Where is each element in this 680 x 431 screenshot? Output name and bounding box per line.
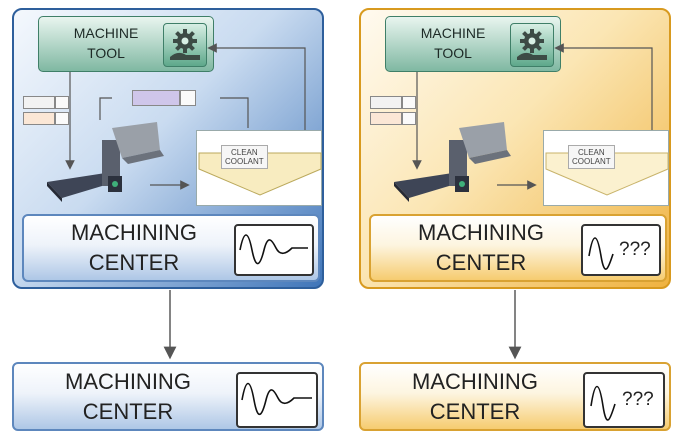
machine-tool-box: MACHINE TOOL [385, 16, 561, 72]
machining-station-illustration [47, 122, 164, 202]
small-icon-2 [402, 112, 416, 125]
right-panel-gold: MACHINE TOOL [359, 8, 671, 289]
damped-wave-icon [239, 234, 308, 265]
bottom-machining-center-box-blue: MACHINING CENTER [12, 362, 324, 431]
machining-center-box: MACHINING CENTER [22, 214, 320, 282]
waveform-panel: ??? [583, 372, 665, 428]
coolant-tank: CLEAN COOLANT [543, 130, 669, 206]
small-button-2 [23, 112, 55, 125]
partial-wave-icon [590, 385, 616, 421]
small-button-1 [23, 96, 55, 109]
small-icon-2 [55, 112, 69, 125]
left-panel-blue: MACHINE TOOL [12, 8, 324, 289]
machining-center-box: MACHINING CENTER ??? [369, 214, 667, 282]
machine-tool-box: MACHINE TOOL [38, 16, 214, 72]
module-icon [180, 90, 196, 106]
machining-center-label: MACHINING CENTER [71, 220, 197, 275]
module-chip [132, 90, 180, 106]
machine-tool-label: MACHINE TOOL [420, 25, 486, 61]
gear-hand-icon [510, 23, 554, 67]
small-icon-1 [402, 96, 416, 109]
small-button-1 [370, 96, 402, 109]
machining-center-label: MACHINING CENTER [65, 369, 191, 424]
partial-wave-icon [588, 237, 614, 270]
clean-coolant-label: CLEAN COOLANT [568, 145, 615, 169]
small-icon-1 [55, 96, 69, 109]
waveform-panel [234, 224, 314, 276]
small-button-2 [370, 112, 402, 125]
damped-wave-icon [241, 382, 312, 416]
waveform-panel: ??? [581, 224, 661, 276]
clean-coolant-label: CLEAN COOLANT [221, 145, 268, 169]
machining-center-label: MACHINING CENTER [418, 220, 544, 275]
machining-center-label: MACHINING CENTER [412, 369, 538, 424]
waveform-panel [236, 372, 318, 428]
bottom-machining-center-box-gold: MACHINING CENTER ??? [359, 362, 671, 431]
machine-tool-label: MACHINE TOOL [73, 25, 139, 61]
gear-hand-icon [163, 23, 207, 67]
machining-station-illustration [394, 122, 511, 202]
unknown-marker: ??? [622, 389, 654, 410]
unknown-marker: ??? [619, 239, 651, 260]
coolant-tank: CLEAN COOLANT [196, 130, 322, 206]
